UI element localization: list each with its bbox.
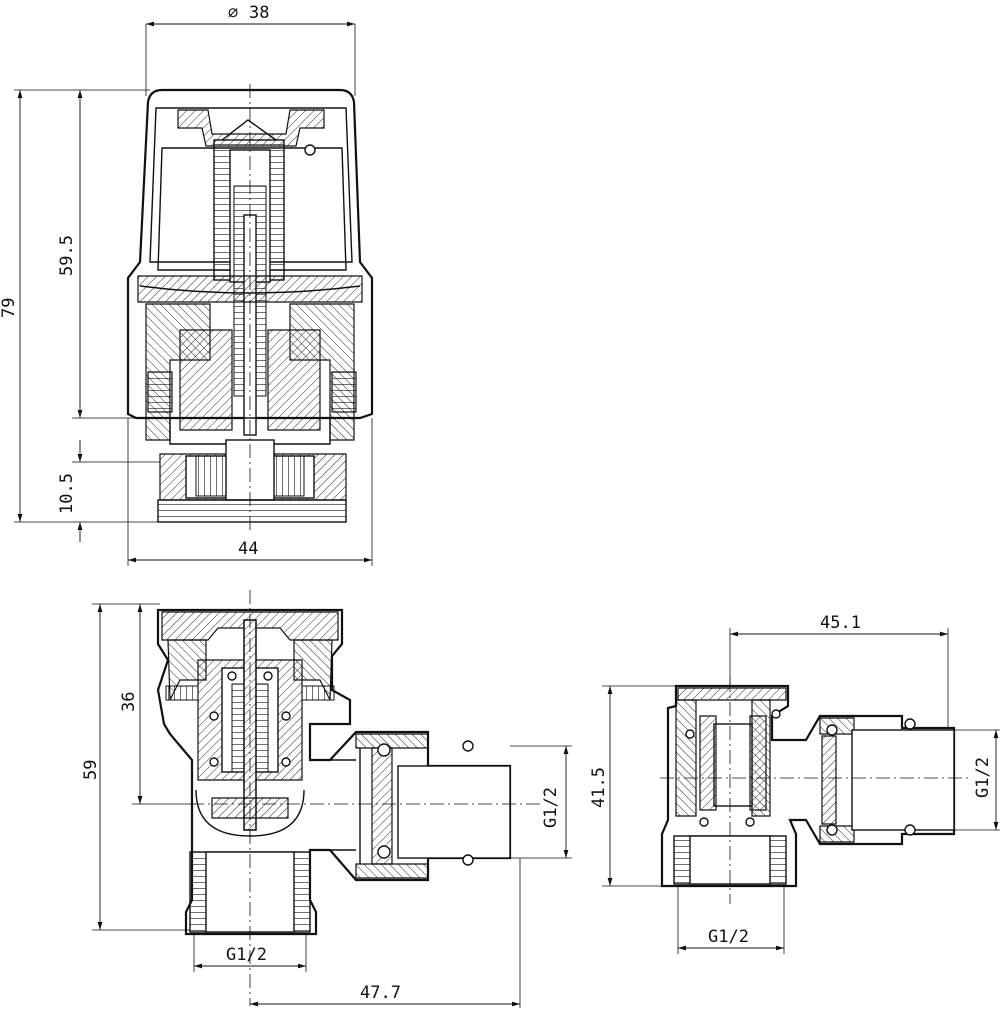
connector-height-label: 10.5 [57, 473, 77, 514]
angle-valve-section [156, 590, 540, 1006]
valve-length-label: 47.7 [360, 983, 401, 1003]
diameter-value: 38 [249, 3, 269, 23]
lockshield-side-thread-label: G1/2 [973, 757, 993, 798]
angle-valve-dimensions: 59 36 G1/2 G1/2 47.7 [81, 603, 572, 1008]
valve-bottom-thread-label: G1/2 [226, 945, 267, 965]
valve-side-thread-label: G1/2 [541, 787, 561, 828]
top-view-dimensions: ∅ 38 79 59.5 10.5 44 [0, 3, 373, 566]
thermostatic-head-section [126, 84, 374, 532]
width-label: 44 [238, 539, 258, 559]
valve-height-label: 59 [81, 760, 101, 780]
lockshield-dimensions: 45.1 41.5 G1/2 G1/2 [589, 613, 1000, 954]
valve-upper-height-label: 36 [119, 692, 139, 712]
head-height-label: 59.5 [57, 235, 77, 276]
lockshield-length-label: 45.1 [820, 613, 861, 633]
lockshield-height-label: 41.5 [589, 767, 609, 808]
lockshield-valve-section [660, 678, 970, 904]
lockshield-bottom-thread-label: G1/2 [708, 927, 749, 947]
diameter-symbol: ∅ [228, 3, 238, 23]
total-height-label: 79 [0, 298, 19, 318]
